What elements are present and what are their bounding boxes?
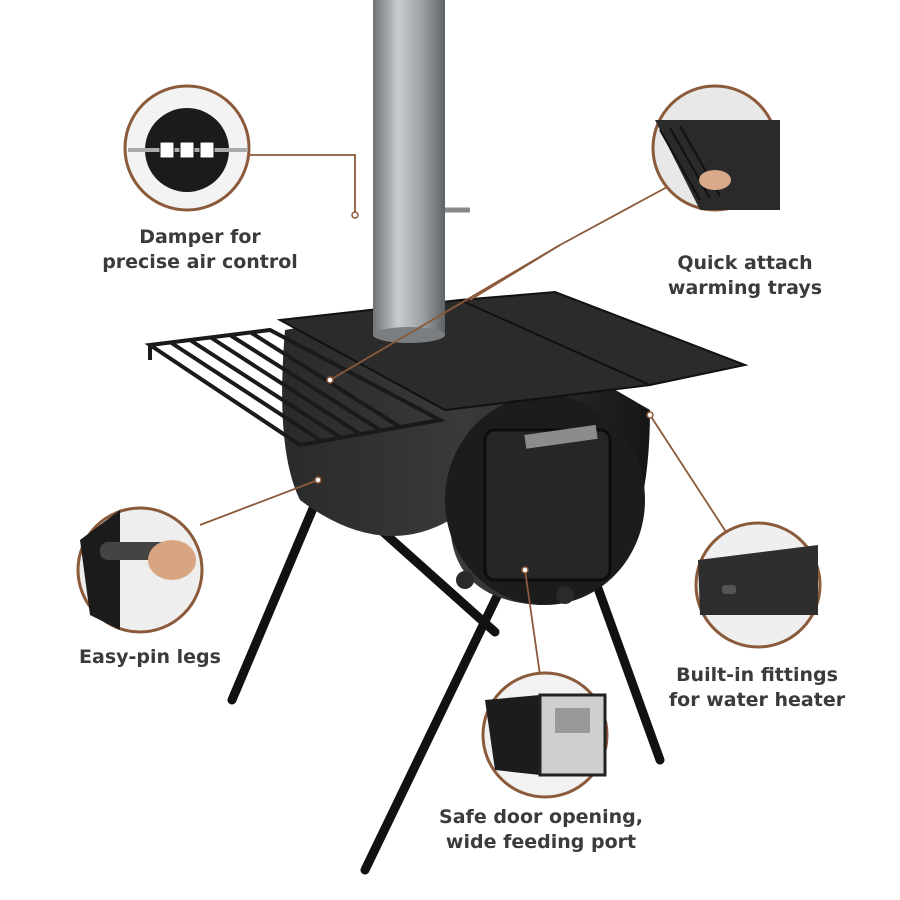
stove-pipe [373, 0, 445, 335]
fitting-closeup-icon [694, 521, 822, 649]
side-rack [144, 327, 447, 448]
legs-label: Easy-pin legs [79, 645, 221, 670]
label-line: Safe door opening, [439, 806, 643, 828]
label-line: Built-in fittings [676, 664, 838, 686]
warming-tray-closeup-icon [651, 84, 780, 212]
door-closeup-icon [481, 671, 609, 799]
warming-trays-label: Quick attach warming trays [668, 251, 822, 301]
label-line: warming trays [667, 277, 823, 299]
door-label: Safe door opening, wide feeding port [439, 805, 643, 855]
damper-label: Damper for precise air control [102, 225, 298, 275]
callout-lines [199, 154, 729, 676]
leg-pin-closeup-icon [76, 506, 204, 634]
label-line: for water heater [668, 689, 846, 711]
label-line: Quick attach [677, 252, 813, 274]
label-line: Easy-pin legs [79, 646, 221, 668]
label-line: Damper for [139, 226, 261, 248]
fittings-label: Built-in fittings for water heater [669, 663, 845, 713]
label-line: wide feeding port [445, 831, 637, 853]
damper-closeup-icon [123, 84, 251, 212]
label-line: precise air control [102, 251, 298, 273]
